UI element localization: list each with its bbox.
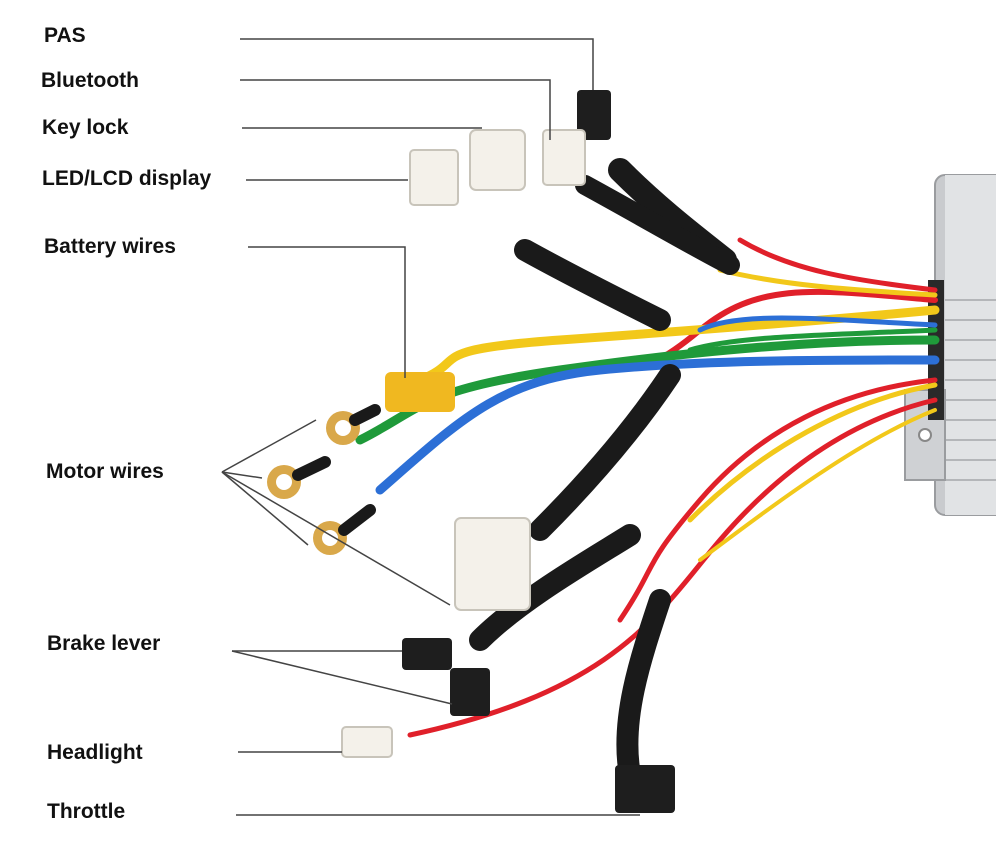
leader-lines [221,38,640,816]
label-throttle: Throttle [47,800,126,823]
label-headlight: Headlight [47,741,143,764]
label-pas: PAS [44,24,86,47]
label-led-lcd-display: LED/LCD display [42,167,212,190]
ring-terminals [267,404,381,555]
label-motor-wires: Motor wires [46,460,164,483]
label-key-lock: Key lock [42,116,129,139]
connectors [341,90,675,813]
sleeves [469,158,740,786]
label-bluetooth: Bluetooth [41,69,139,92]
controller-housing [904,174,996,516]
label-battery-wires: Battery wires [44,235,176,258]
label-brake-lever: Brake lever [47,632,161,655]
